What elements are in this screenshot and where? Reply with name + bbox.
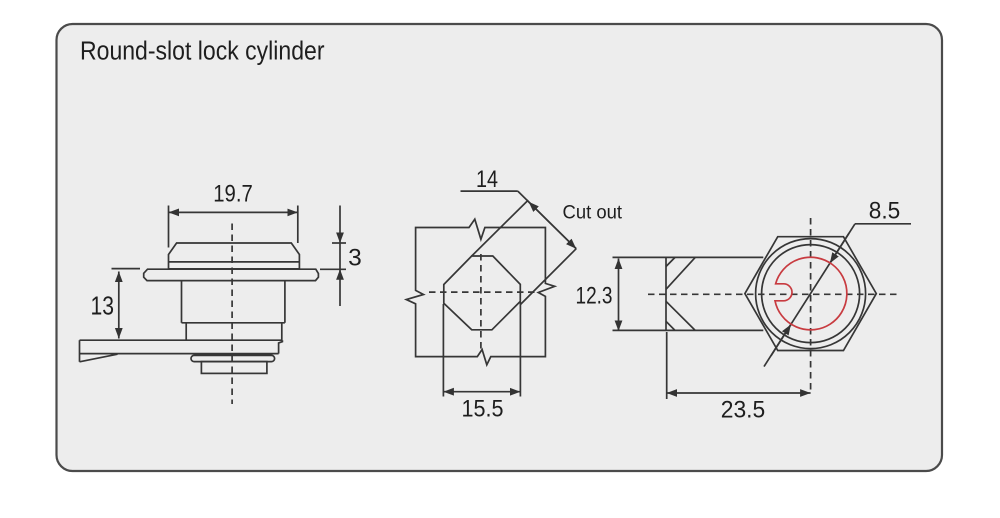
svg-text:13: 13 <box>91 291 115 321</box>
svg-text:15.5: 15.5 <box>462 396 504 423</box>
svg-text:14: 14 <box>476 166 498 193</box>
svg-text:3: 3 <box>348 245 362 272</box>
svg-text:12.3: 12.3 <box>576 283 613 310</box>
svg-text:Round-slot lock cylinder: Round-slot lock cylinder <box>80 38 325 66</box>
svg-text:Cut out: Cut out <box>563 202 623 224</box>
svg-text:8.5: 8.5 <box>869 198 901 225</box>
svg-text:23.5: 23.5 <box>721 397 766 424</box>
svg-text:19.7: 19.7 <box>213 181 253 208</box>
